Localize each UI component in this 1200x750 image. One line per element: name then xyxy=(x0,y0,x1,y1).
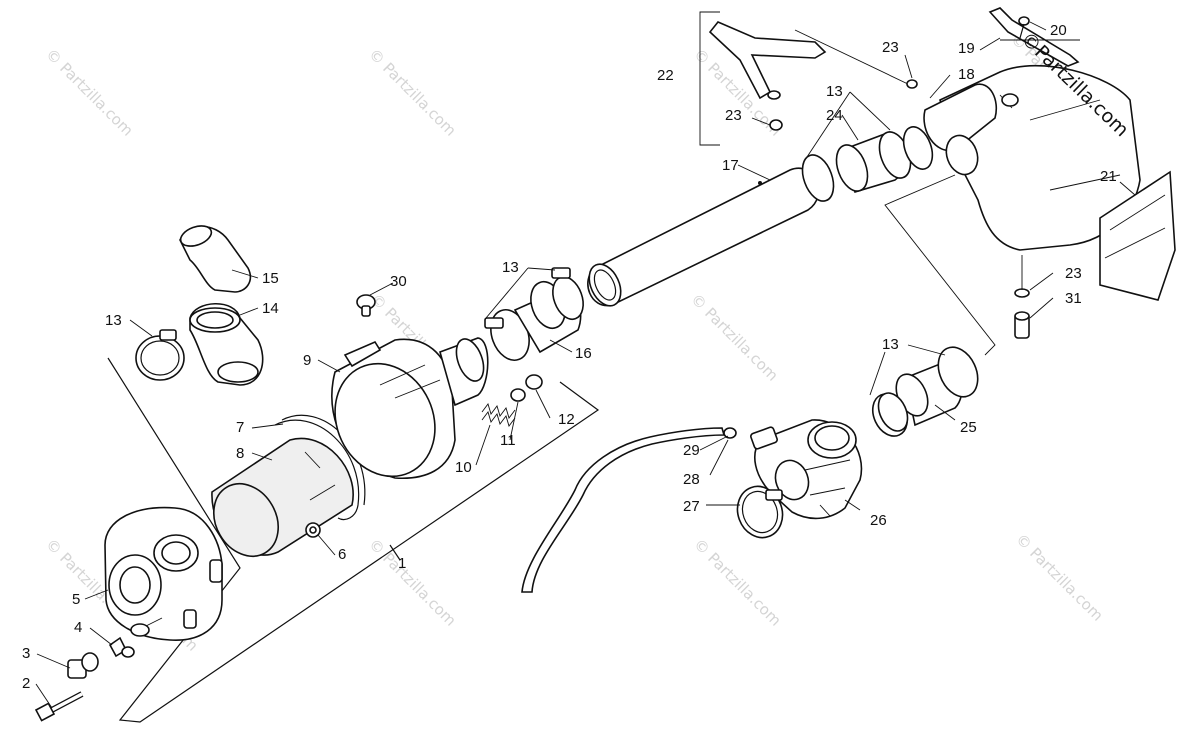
callout-26: 26 xyxy=(870,512,887,529)
spring xyxy=(481,403,516,427)
callout-2: 2 xyxy=(22,675,30,692)
callout-6: 6 xyxy=(338,546,346,563)
callout-8: 8 xyxy=(236,445,244,462)
callout-3: 3 xyxy=(22,645,30,662)
callout-22: 22 xyxy=(657,67,674,84)
spacer-grommet xyxy=(67,652,99,679)
leader-1 xyxy=(389,544,401,561)
callout-4: 4 xyxy=(74,619,82,636)
callout-30: 30 xyxy=(390,273,407,290)
bolt xyxy=(34,691,84,722)
intake-elbow xyxy=(179,225,252,293)
intake-coupler-boot xyxy=(484,267,584,361)
watermark: © Partzilla.com xyxy=(1012,530,1107,625)
callout-13: 13 xyxy=(105,312,122,329)
callout-19: 19 xyxy=(958,40,975,57)
heat-shield xyxy=(1099,170,1176,301)
callout-28: 28 xyxy=(683,471,700,488)
callout-13: 13 xyxy=(882,336,899,353)
mounting-bracket xyxy=(988,7,1080,67)
callout-9: 9 xyxy=(303,352,311,369)
callout-14: 14 xyxy=(262,300,279,317)
callout-16: 16 xyxy=(575,345,592,362)
group-bracket-carb xyxy=(884,174,996,356)
grommet-hole xyxy=(309,526,317,534)
callout-labels: 1 2 3 4 5 6 7 8 9 10 11 12 13 13 13 13 1… xyxy=(22,22,1117,692)
cap xyxy=(769,119,783,131)
screw xyxy=(1018,16,1030,39)
watermark: © Partzilla.com xyxy=(687,290,782,385)
intake-boot xyxy=(189,303,264,386)
filter-seal-ring xyxy=(274,419,360,521)
callout-15: 15 xyxy=(262,270,279,287)
hose-clamp xyxy=(902,126,934,170)
hose-fitting xyxy=(723,427,737,439)
group-bracket-1 xyxy=(107,357,600,723)
callout-13: 13 xyxy=(502,259,519,276)
callout-10: 10 xyxy=(455,459,472,476)
watermark: © Partzilla.com xyxy=(365,535,460,630)
callout-25: 25 xyxy=(960,419,977,436)
callout-23: 23 xyxy=(882,39,899,56)
callout-21: 21 xyxy=(1100,168,1117,185)
hose-clamp xyxy=(877,392,909,432)
callout-7: 7 xyxy=(236,419,244,436)
heat-shield-detail xyxy=(1104,194,1166,259)
watermark: © Partzilla.com xyxy=(42,45,137,140)
air-filter-element xyxy=(211,437,354,557)
callout-11: 11 xyxy=(500,432,516,449)
latch-clip xyxy=(108,617,163,658)
callout-31: 31 xyxy=(1065,290,1082,307)
push-pin xyxy=(356,294,376,317)
leader-22 xyxy=(794,29,911,86)
airbox-housing xyxy=(331,337,489,480)
coupler-boot xyxy=(835,131,912,193)
callout-5: 5 xyxy=(72,591,80,608)
intake-silencer-box xyxy=(923,64,1141,251)
group-bracket-22 xyxy=(699,11,720,146)
leader-lines xyxy=(35,21,1136,709)
nut xyxy=(525,374,543,390)
callout-20: 20 xyxy=(1050,22,1067,39)
cap xyxy=(906,79,918,89)
washer xyxy=(510,388,526,402)
drain-plug xyxy=(1014,311,1030,339)
vent-hose xyxy=(521,427,726,593)
watermark: © Partzilla.com xyxy=(690,535,785,630)
vent-hose xyxy=(708,21,827,100)
hose-clamp xyxy=(736,485,784,539)
airbox-cover xyxy=(104,506,223,641)
intake-tube xyxy=(587,167,820,307)
callout-13: 13 xyxy=(826,83,843,100)
callout-17: 17 xyxy=(722,157,739,174)
hose-clamp xyxy=(135,329,185,381)
watermark: © Partzilla.com xyxy=(365,45,460,140)
callout-23: 23 xyxy=(1065,265,1082,282)
callout-23: 23 xyxy=(725,107,742,124)
callout-27: 27 xyxy=(683,498,700,515)
hose-clamp xyxy=(801,154,835,202)
callout-1: 1 xyxy=(398,555,406,572)
callout-12: 12 xyxy=(558,411,575,428)
cap xyxy=(1014,288,1030,298)
callout-24: 24 xyxy=(826,107,843,124)
callout-18: 18 xyxy=(958,66,975,83)
callout-29: 29 xyxy=(683,442,700,459)
